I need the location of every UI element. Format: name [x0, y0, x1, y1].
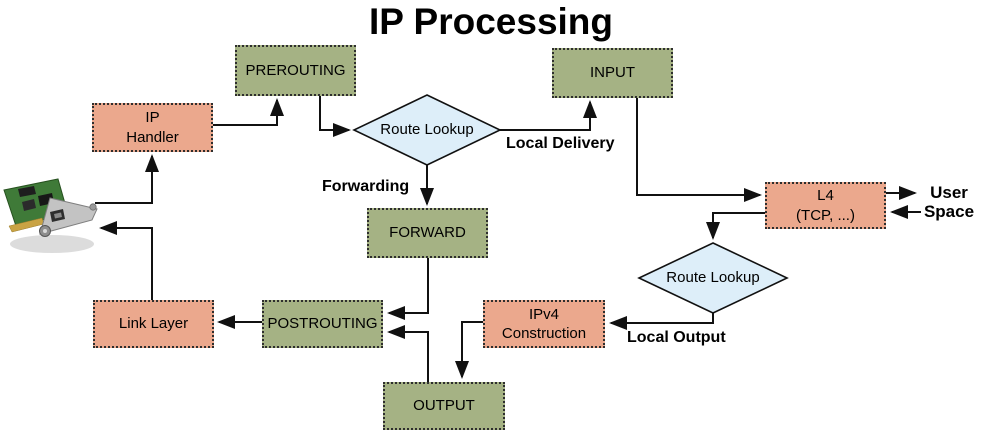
network-card-image — [3, 178, 98, 253]
forwarding-label: Forwarding — [322, 178, 410, 195]
edge-output-to-postrouting — [387, 325, 429, 382]
local-delivery-label: Local Delivery — [506, 135, 615, 152]
node-output-label: OUTPUT — [413, 397, 475, 415]
node-ip-handler: IP Handler — [92, 103, 213, 152]
node-l4: L4 (TCP, ...) — [765, 182, 886, 229]
route-lookup-2-diamond — [637, 242, 789, 314]
route-lookup-1-diamond — [352, 94, 502, 166]
node-ip-handler-label: IP Handler — [126, 109, 179, 146]
page-title: IP Processing — [368, 1, 614, 42]
node-forward-label: FORWARD — [389, 224, 466, 242]
edge-input-to-l4 — [636, 98, 762, 202]
node-postrouting-label: POSTROUTING — [267, 315, 378, 333]
node-link-layer: Link Layer — [93, 300, 214, 348]
node-ipv4-construction-label: IPv4 Construction — [501, 305, 587, 343]
edge-prerouting-to-route-lookup-1 — [319, 96, 351, 137]
edge-route-lookup-2-to-ipv4 — [609, 313, 714, 330]
node-ipv4-construction: IPv4 Construction — [483, 300, 605, 348]
node-forward: FORWARD — [367, 208, 488, 258]
node-prerouting: PREROUTING — [235, 45, 356, 96]
edge-link-layer-to-nic — [99, 221, 153, 300]
edge-forward-to-postrouting — [387, 258, 429, 320]
node-input: INPUT — [552, 48, 673, 98]
node-input-label: INPUT — [590, 64, 635, 82]
edge-ipv4-to-output — [455, 321, 483, 379]
node-route-lookup-2-label: Route Lookup — [666, 269, 760, 286]
node-route-lookup-1-label: Route Lookup — [380, 121, 474, 138]
edge-l4-to-route-lookup-2 — [706, 212, 765, 240]
node-postrouting: POSTROUTING — [262, 300, 383, 348]
edge-nic-to-ip-handler — [95, 154, 159, 204]
local-output-label: Local Output — [627, 329, 726, 346]
node-output: OUTPUT — [383, 382, 505, 430]
edge-route-lookup-1-to-input — [499, 100, 597, 131]
node-l4-label: L4 (TCP, ...) — [796, 187, 855, 224]
edge-ip-handler-to-prerouting — [213, 98, 284, 126]
user-space-label: User Space — [923, 183, 975, 221]
node-prerouting-label: PREROUTING — [245, 61, 346, 79]
node-link-layer-label: Link Layer — [118, 315, 189, 333]
